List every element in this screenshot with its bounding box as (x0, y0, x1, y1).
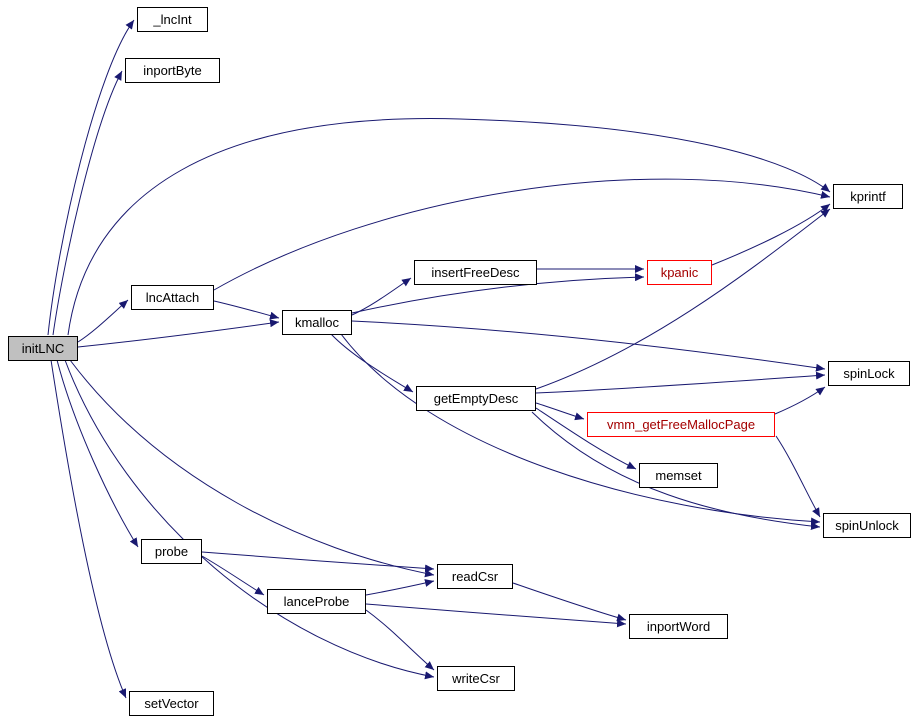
edge-getEmptyDesc-kprintf (535, 208, 831, 390)
edge-initLNC-kmalloc (77, 319, 280, 348)
edge-initLNC-lncInt (47, 19, 135, 336)
edge-initLNC-readCsr (69, 359, 435, 578)
node-lncInt[interactable]: _lncInt (137, 7, 208, 32)
node-inportWord[interactable]: inportWord (629, 614, 728, 639)
edge-getEmptyDesc-vmm (535, 402, 585, 421)
edge-kmalloc-spinLock (351, 320, 826, 372)
node-kpanic[interactable]: kpanic (647, 260, 712, 285)
node-spinUnlock[interactable]: spinUnlock (823, 513, 911, 538)
edge-probe-readCsr (201, 551, 435, 573)
node-vmm-getFreeMallocPage[interactable]: vmm_getFreeMallocPage (587, 412, 775, 437)
edge-vmm-spinUnlock (775, 435, 821, 518)
node-lanceProbe[interactable]: lanceProbe (267, 589, 366, 614)
edge-probe-lanceProbe (201, 555, 265, 596)
node-kmalloc[interactable]: kmalloc (282, 310, 352, 335)
node-writeCsr[interactable]: writeCsr (437, 666, 515, 691)
node-setVector[interactable]: setVector (129, 691, 214, 716)
node-readCsr[interactable]: readCsr (437, 564, 513, 589)
edge-getEmptyDesc-memset (535, 407, 637, 470)
node-inportByte[interactable]: inportByte (125, 58, 220, 83)
edge-initLNC-kprintf (67, 118, 831, 336)
node-initLNC: initLNC (8, 336, 78, 361)
edge-kmalloc-insertFreeDesc (351, 277, 412, 316)
edge-readCsr-inportWord (512, 582, 627, 622)
edge-initLNC-lncAttach (77, 299, 129, 343)
edge-initLNC-probe (56, 359, 139, 548)
edge-initLNC-inportByte (52, 70, 123, 336)
edge-initLNC-setVector (50, 359, 127, 699)
node-lncAttach[interactable]: lncAttach (131, 285, 214, 310)
edge-kmalloc-getEmptyDesc (330, 333, 414, 393)
edge-kpanic-kprintf (711, 203, 831, 266)
node-insertFreeDesc[interactable]: insertFreeDesc (414, 260, 537, 285)
edge-lanceProbe-inportWord (365, 603, 627, 628)
edge-getEmptyDesc-spinUnlock (531, 411, 821, 531)
edge-kmalloc-kpanic (351, 273, 645, 314)
edge-kmalloc-spinUnlock (340, 333, 821, 526)
edge-lncAttach-kmalloc (213, 300, 280, 320)
node-getEmptyDesc[interactable]: getEmptyDesc (416, 386, 536, 411)
node-memset[interactable]: memset (639, 463, 718, 488)
edge-lncAttach-kprintf (213, 178, 831, 291)
edge-getEmptyDesc-spinLock (535, 371, 826, 394)
node-kprintf[interactable]: kprintf (833, 184, 903, 209)
edge-lanceProbe-readCsr (365, 579, 435, 596)
edge-vmm-spinLock (774, 386, 826, 415)
edge-lanceProbe-writeCsr (365, 609, 435, 671)
node-spinLock[interactable]: spinLock (828, 361, 910, 386)
edge-initLNC-writeCsr (64, 359, 435, 680)
node-probe[interactable]: probe (141, 539, 202, 564)
